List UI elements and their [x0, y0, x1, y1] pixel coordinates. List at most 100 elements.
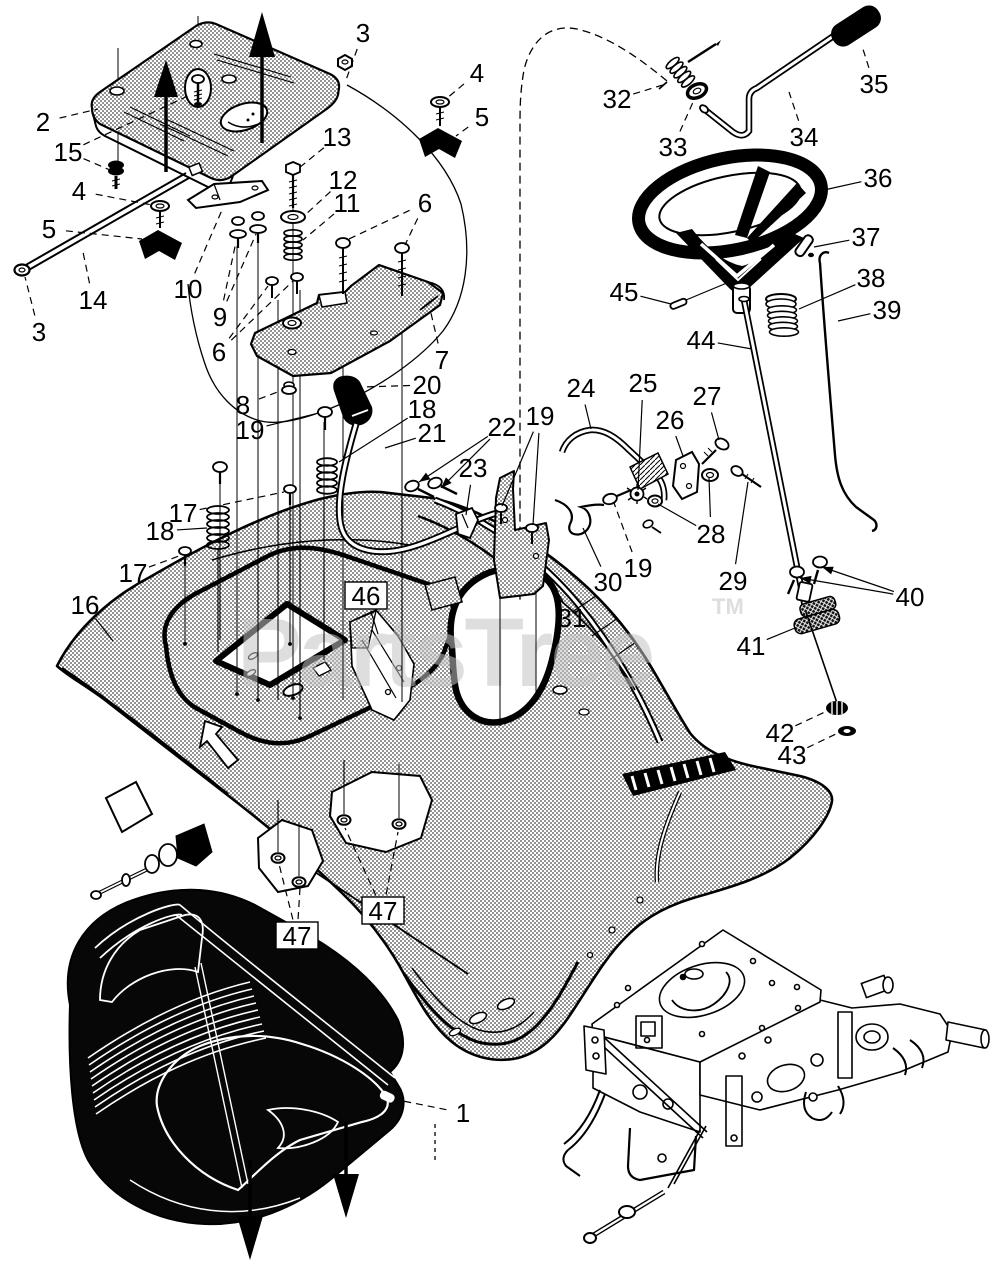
- leader-line: [501, 431, 534, 507]
- callout-38: 38: [857, 263, 886, 293]
- callout-40: 40: [896, 582, 925, 612]
- leader-line: [766, 627, 796, 641]
- leader-line: [82, 251, 91, 284]
- leader-line: [24, 276, 36, 316]
- callout-26: 26: [656, 405, 685, 435]
- callout-17: 17: [119, 558, 148, 588]
- bolts-22: [404, 476, 458, 499]
- leader-arrowhead: [441, 477, 452, 488]
- callout-29: 29: [719, 566, 748, 596]
- leader-line: [362, 384, 411, 388]
- nut-42: [826, 701, 848, 715]
- plate-26: [671, 450, 701, 501]
- leader-arrowhead: [800, 575, 812, 584]
- callout-11: 11: [334, 188, 361, 218]
- nut-3-top: [337, 53, 353, 72]
- leader-line: [429, 308, 439, 344]
- wing-knob-5-right: [419, 128, 462, 158]
- leader-line: [338, 417, 408, 463]
- seat-bracket-plate-7: [249, 237, 446, 395]
- leader-line: [404, 218, 419, 246]
- leader-line: [445, 83, 465, 100]
- leader-line: [148, 555, 180, 568]
- leader-line: [657, 503, 697, 527]
- star-nut-25: [626, 484, 648, 504]
- callout-42: 42: [766, 718, 795, 748]
- leader-line: [385, 831, 399, 895]
- bracket-10: [186, 179, 270, 210]
- callout-8: 8: [236, 390, 250, 420]
- spring-32: [665, 56, 696, 88]
- molded-arrow: [198, 719, 240, 770]
- washer-4-left: [150, 200, 170, 228]
- leader-line: [65, 230, 143, 240]
- leader-line: [176, 527, 208, 531]
- nut-8: [281, 381, 297, 395]
- clamp-41: [793, 595, 841, 635]
- callout-1: 1: [456, 1098, 470, 1128]
- key-45: [669, 279, 735, 310]
- callout-16: 16: [71, 590, 100, 620]
- leader-line: [402, 1100, 447, 1111]
- callout-7: 7: [435, 345, 449, 375]
- fender-deck-16: [55, 490, 834, 1062]
- fastener-stack-top: [229, 161, 306, 298]
- spring-18-left: [206, 505, 230, 550]
- callout-45: 45: [610, 277, 639, 307]
- leader-line: [418, 435, 489, 483]
- callout-18: 18: [408, 394, 437, 424]
- callout-33: 33: [659, 132, 688, 162]
- seat-ribs: [87, 981, 267, 1115]
- leader-line: [344, 827, 377, 896]
- callout-23: 23: [459, 453, 488, 483]
- leader-arrowhead: [822, 566, 834, 575]
- callout-44: 44: [687, 325, 716, 355]
- leader-line: [637, 399, 643, 491]
- callout-12: 12: [329, 165, 358, 195]
- leader-line: [278, 863, 294, 920]
- leader-line: [807, 732, 839, 749]
- bolt-17-lower: [178, 546, 192, 556]
- bracket-bolts-19: [494, 503, 539, 544]
- leader-line: [734, 481, 749, 565]
- bolt-19-mid: [317, 406, 333, 418]
- leader-lines: [24, 45, 895, 1111]
- lever-grip-20: [333, 375, 373, 426]
- callout-19: 19: [236, 415, 265, 445]
- support-rod-39: [818, 251, 878, 533]
- bolt-small: [642, 519, 662, 534]
- lift-lever-assembly: [333, 375, 498, 556]
- callout-39: 39: [873, 295, 902, 325]
- seat-mount-opening: [213, 601, 348, 688]
- bolt-13-head: [285, 161, 301, 176]
- callout-18: 18: [146, 516, 175, 546]
- callout-47: 47: [283, 921, 312, 951]
- bolt-9-a: [229, 216, 247, 248]
- leader-line: [613, 502, 633, 553]
- steering-assembly: [632, 5, 881, 736]
- up-arrows: [154, 12, 275, 172]
- bolt-17-upper: [283, 484, 297, 494]
- roll-pin-37: [794, 234, 814, 258]
- watermark-tm: TM: [712, 594, 744, 619]
- seat-plate-assembly-2: [13, 12, 462, 277]
- leader-line: [222, 241, 237, 301]
- callout-19: 19: [624, 553, 653, 583]
- down-arrows: [237, 1122, 436, 1260]
- wing-knob-5-left: [139, 230, 182, 260]
- leader-line: [384, 437, 416, 449]
- callout-6: 6: [212, 337, 226, 367]
- leader-line: [83, 94, 191, 146]
- callout-47: 47: [369, 896, 398, 926]
- mount-patch-left: [256, 818, 325, 894]
- leader-line: [532, 432, 540, 526]
- leader-line: [465, 484, 472, 516]
- leader-line: [226, 233, 257, 302]
- leader-line: [798, 284, 856, 310]
- callout-22: 22: [488, 412, 517, 442]
- hitch-bracket: [626, 1127, 698, 1182]
- seat-cushion-outline: [155, 1034, 389, 1192]
- transaxle-assembly: [562, 929, 990, 1244]
- leader-line: [302, 213, 335, 241]
